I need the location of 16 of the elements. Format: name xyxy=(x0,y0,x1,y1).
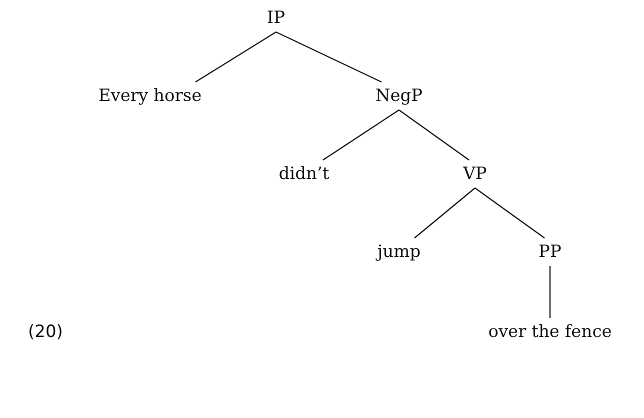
tree-node-label: IP xyxy=(264,4,288,32)
tree-node-label: VP xyxy=(461,160,489,188)
tree-node-label: jump xyxy=(375,238,423,266)
tree-branch xyxy=(398,110,470,160)
tree-branch xyxy=(549,266,551,318)
tree-node-label: NegP xyxy=(373,82,425,110)
tree-branch xyxy=(414,188,476,238)
tree-branch xyxy=(276,31,382,83)
example-number: (20) xyxy=(28,321,63,343)
tree-node-label: didn’t xyxy=(276,160,332,188)
tree-branch xyxy=(322,110,400,160)
tree-node-label: PP xyxy=(536,238,564,266)
tree-branch xyxy=(474,188,545,238)
tree-node-label: over the fence xyxy=(486,318,614,346)
tree-branch xyxy=(195,31,276,83)
tree-node-label: Every horse xyxy=(96,82,204,110)
